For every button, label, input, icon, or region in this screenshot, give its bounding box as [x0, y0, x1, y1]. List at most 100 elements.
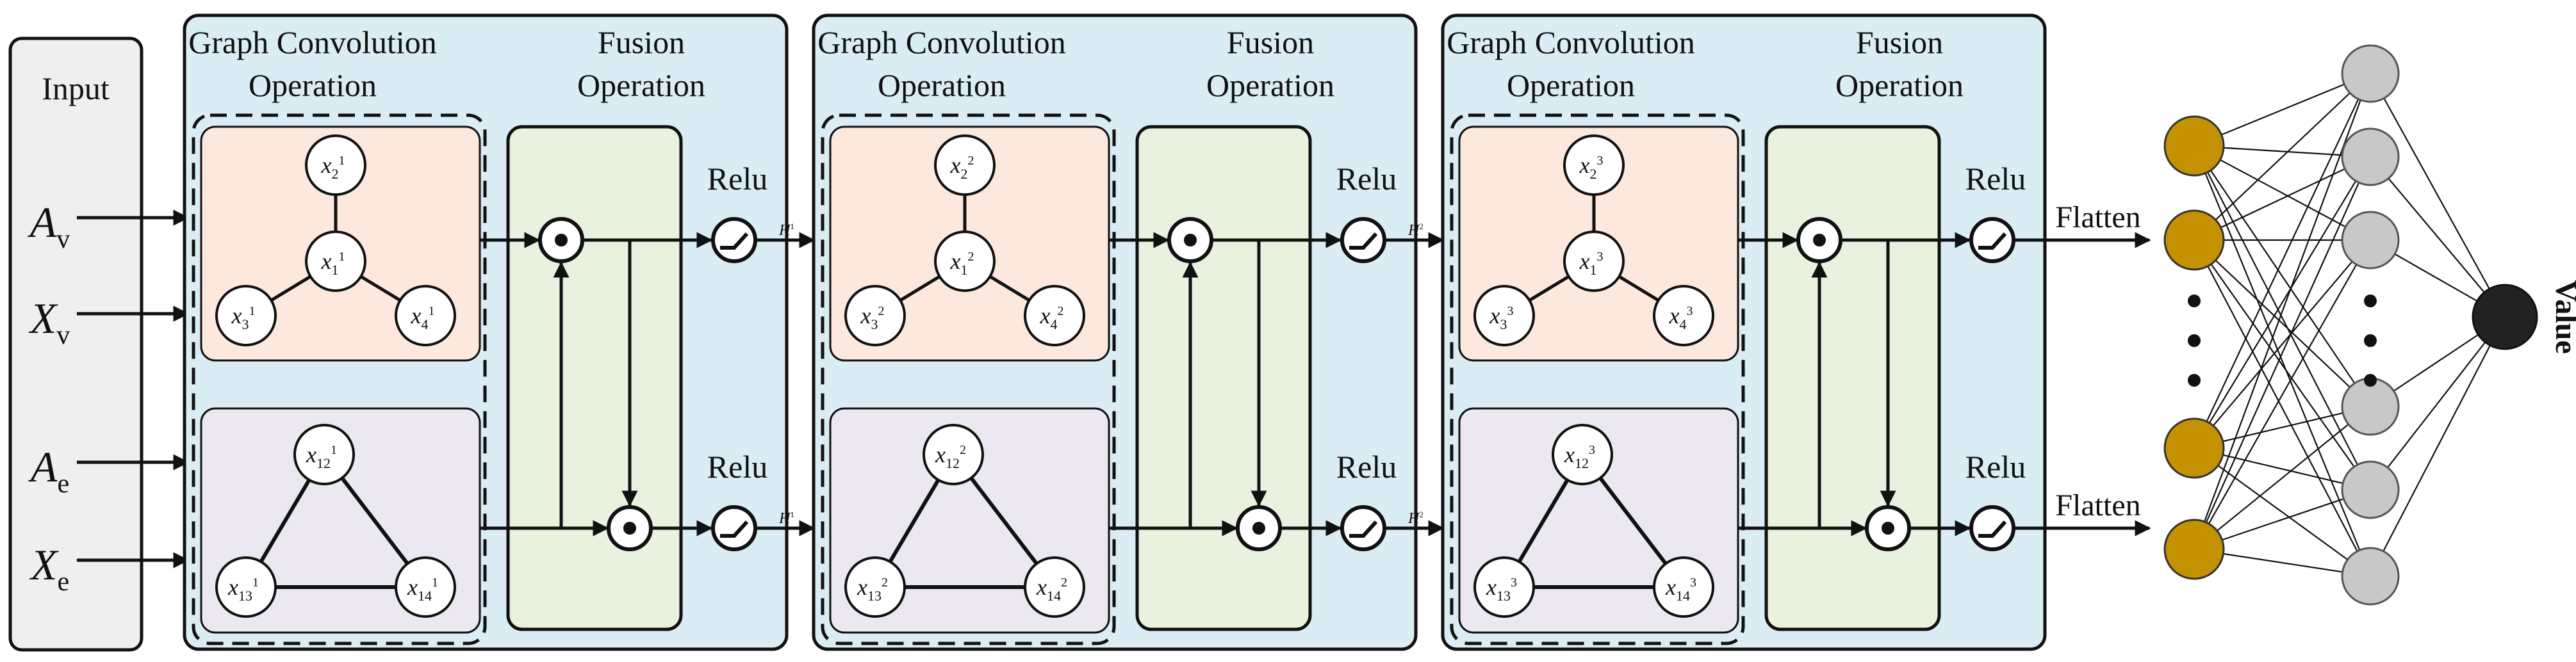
gc-title: Operation — [1507, 67, 1635, 103]
gc-dashed-group — [192, 113, 487, 645]
node-x12-label: x121 — [306, 442, 337, 471]
nn-connection — [2194, 145, 2371, 241]
relu-op-bottom-glyph — [720, 520, 749, 538]
nn-connection — [2194, 239, 2371, 490]
node-x3-label: x31 — [231, 303, 256, 332]
node-x14-circle — [395, 556, 456, 618]
fusion-block: Graph ConvolutionOperationFusionOperatio… — [812, 13, 1445, 651]
hidden-neuron — [2341, 377, 2400, 436]
gc-dashed-group — [1450, 113, 1745, 645]
fusion-panel — [1135, 125, 1312, 631]
output-label: Value — [2549, 280, 2576, 354]
node-x3-circle — [844, 285, 906, 346]
flatten-label: Flatten — [2055, 200, 2140, 234]
node-x3-circle — [215, 285, 277, 346]
fusion-title: Fusion — [1227, 24, 1314, 60]
node-x3-circle — [1473, 285, 1535, 346]
gc-title: Operation — [878, 67, 1006, 103]
input-title: Input — [42, 70, 110, 106]
relu-label: Relu — [1336, 449, 1397, 485]
input-neuron — [2163, 115, 2225, 177]
nn-connection — [2194, 156, 2371, 241]
nn-connection — [2194, 73, 2371, 241]
hadamard-op-bottom-dot — [623, 522, 636, 535]
relu-op-top-glyph — [1978, 232, 2007, 250]
relu-op-top-glyph — [720, 232, 749, 250]
ellipsis-dot — [2364, 295, 2377, 307]
node-x14-label: x143 — [1665, 574, 1696, 604]
node-x4-circle — [395, 285, 456, 346]
relu-op-bottom — [1340, 505, 1386, 551]
relu-op-bottom-glyph — [1978, 520, 2007, 538]
node-x13-label: x131 — [227, 574, 259, 604]
input-label: Ae — [28, 442, 69, 499]
ellipsis-dot — [2188, 334, 2201, 347]
relu-label: Relu — [1965, 161, 2026, 197]
node-x3-label: x32 — [860, 303, 885, 332]
node-x4-label: x42 — [1040, 303, 1064, 332]
nn-connection — [2193, 156, 2372, 550]
input-neuron — [2163, 209, 2225, 271]
nn-connection — [2370, 156, 2506, 318]
node-x13-circle — [215, 556, 277, 618]
node-x4-label: x43 — [1669, 303, 1693, 332]
input-neuron — [2163, 417, 2225, 479]
hadamard-op-bottom-dot — [1882, 522, 1894, 535]
nn-connection — [2194, 239, 2371, 407]
h-label: H2 — [1407, 222, 1423, 239]
node-x14-label: x141 — [407, 574, 438, 604]
relu-label: Relu — [1336, 161, 1397, 197]
input-panel — [8, 36, 144, 652]
node-x2-circle — [934, 134, 996, 196]
relu-op-bottom — [711, 505, 757, 551]
h-label: H2 — [1407, 510, 1423, 527]
node-x1-circle — [1563, 230, 1625, 292]
gc-title: Graph Convolution — [188, 24, 436, 60]
ellipsis-dot — [2364, 334, 2377, 347]
node-x1-circle — [305, 230, 366, 292]
hidden-neuron — [2341, 460, 2400, 519]
hidden-neuron — [2341, 127, 2400, 186]
nn-connection — [2194, 488, 2371, 551]
input-label: Av — [28, 198, 70, 254]
nn-connection — [2194, 145, 2371, 407]
node-x4-label: x41 — [411, 303, 435, 332]
gc-title: Graph Convolution — [1447, 24, 1694, 60]
node-x2-circle — [305, 134, 366, 196]
nn-connection — [2194, 406, 2371, 550]
hidden-neuron — [2341, 44, 2400, 103]
fusion-title: Fusion — [1856, 24, 1943, 60]
input-label: Xv — [28, 294, 70, 350]
gc-title: Operation — [249, 67, 377, 103]
relu-op-top — [1969, 217, 2015, 263]
node-x13-circle — [1473, 556, 1535, 618]
node-x1-label: x11 — [321, 248, 345, 278]
ellipsis-dot — [2188, 295, 2201, 307]
node-x2-circle — [1563, 134, 1625, 196]
ellipsis-dot — [2364, 374, 2377, 387]
nn-connection — [2194, 239, 2371, 550]
node-x13-label: x133 — [1486, 574, 1517, 604]
hadamard-op-top-dot — [1813, 234, 1826, 246]
node-x14-circle — [1024, 556, 1085, 618]
fusion-panel — [1764, 125, 1941, 631]
relu-op-top-glyph — [1349, 232, 1378, 250]
output-neuron — [2472, 284, 2538, 350]
node-x1-label: x12 — [950, 248, 974, 278]
node-x1-circle — [934, 230, 996, 292]
hidden-neuron — [2341, 547, 2400, 606]
fusion-title: Fusion — [598, 24, 685, 60]
relu-label: Relu — [707, 161, 767, 197]
node-x4-circle — [1653, 285, 1714, 346]
nn-connection — [2194, 156, 2371, 449]
nn-connection — [2194, 73, 2371, 449]
nn-connection — [2370, 316, 2506, 577]
nn-connection — [2193, 73, 2372, 550]
input-label: Xe — [29, 540, 69, 597]
node-x12-label: x122 — [935, 442, 966, 471]
node-x13-circle — [844, 556, 906, 618]
relu-op-bottom — [1969, 505, 2015, 551]
